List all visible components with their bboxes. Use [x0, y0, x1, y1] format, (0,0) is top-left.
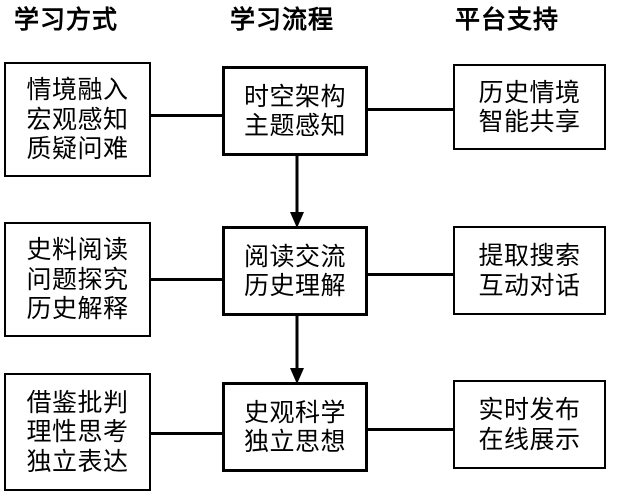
node-center-spacetime-framework[interactable]: 时空架构 主题感知: [222, 66, 368, 156]
node-center-scientific-historical-view[interactable]: 史观科学 独立思想: [222, 382, 368, 472]
node-right-historical-context-sharing[interactable]: 历史情境 智能共享: [453, 64, 606, 150]
node-text-line: 独立表达: [26, 446, 129, 476]
node-text-line: 独立思想: [243, 427, 346, 456]
connector-center-1-to-right-1: [366, 273, 455, 276]
node-right-extraction-search[interactable]: 提取搜索 互动对话: [453, 226, 606, 315]
connector-left-2-to-center-2: [149, 432, 224, 435]
node-text-line: 提取搜索: [478, 241, 581, 270]
connector-left-0-to-center-0: [149, 114, 224, 117]
node-center-reading-exchange[interactable]: 阅读交流 历史理解: [222, 226, 368, 316]
node-text-line: 智能共享: [478, 107, 581, 136]
connector-center-0-to-right-0: [366, 108, 455, 111]
node-text-line: 阅读交流: [243, 241, 346, 271]
node-text-line: 实时发布: [478, 395, 581, 424]
node-text-line: 宏观感知: [26, 104, 129, 134]
node-text-line: 史料阅读: [26, 235, 129, 265]
node-text-line: 历史理解: [243, 271, 346, 300]
connector-center-2-to-right-2: [366, 428, 455, 431]
node-right-realtime-publishing[interactable]: 实时发布 在线展示: [453, 380, 606, 469]
node-left-situational-immersion[interactable]: 情境融入 宏观感知 质疑问难: [4, 62, 151, 177]
column-header-learning-process: 学习流程: [230, 5, 335, 34]
node-text-line: 理性思考: [26, 417, 129, 447]
arrow-center-0-to-center-1: [290, 154, 304, 228]
arrow-center-1-to-center-2: [290, 314, 304, 384]
node-text-line: 互动对话: [478, 270, 581, 300]
connector-left-1-to-center-1: [149, 278, 224, 281]
column-header-platform-support: 平台支持: [455, 5, 560, 34]
node-text-line: 质疑问难: [26, 134, 129, 164]
node-left-critical-thinking[interactable]: 借鉴批判 理性思考 独立表达: [4, 373, 151, 491]
node-text-line: 历史解释: [26, 294, 129, 324]
node-text-line: 时空架构: [243, 81, 346, 111]
node-text-line: 借鉴批判: [26, 387, 129, 417]
node-text-line: 主题感知: [243, 111, 346, 140]
node-text-line: 情境融入: [26, 75, 129, 105]
node-left-historical-reading[interactable]: 史料阅读 问题探究 历史解释: [4, 222, 151, 337]
node-text-line: 问题探究: [26, 264, 129, 294]
column-header-learning-method: 学习方式: [14, 5, 119, 34]
node-text-line: 历史情境: [478, 77, 581, 107]
node-text-line: 史观科学: [243, 397, 346, 427]
node-text-line: 在线展示: [478, 424, 581, 454]
